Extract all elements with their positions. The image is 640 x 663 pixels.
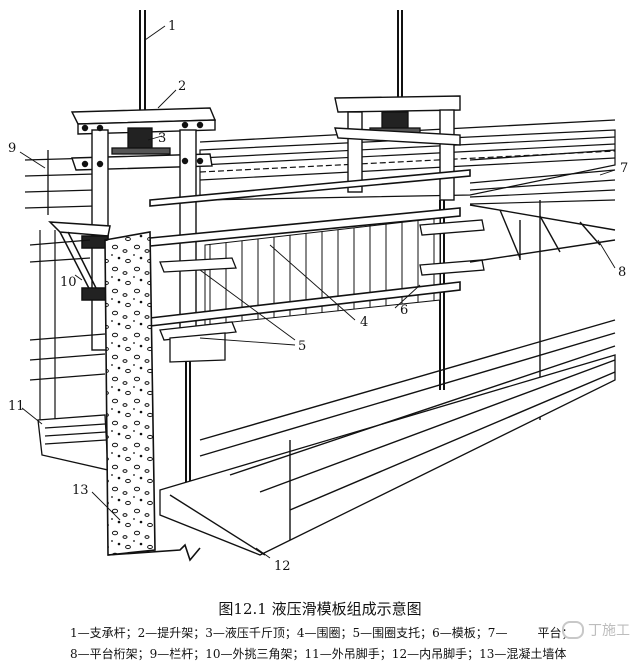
figure-caption: 图12.1 液压滑模板组成示意图: [218, 600, 422, 618]
chat-bubble-icon: [562, 621, 584, 639]
outer-triangle-frame: [48, 221, 111, 301]
callout-7: 7: [620, 161, 628, 176]
legend-line-2: 8—平台桁架；9—栏杆；10—外挑三角架；11—外吊脚手；12—内吊脚手；13—…: [70, 647, 567, 661]
callout-1: 1: [168, 19, 176, 34]
outer-hanging-scaffold: [37, 414, 109, 471]
callout-9: 9: [8, 141, 16, 156]
callout-6: 6: [400, 303, 408, 318]
ring-supports: [159, 219, 485, 363]
callout-12: 12: [274, 559, 291, 574]
callout-13: 13: [72, 483, 89, 498]
callout-11: 11: [8, 399, 25, 414]
watermark: 丁施工: [562, 620, 630, 640]
legend-line-1-text: 1—支承杆；2—提升架；3—液压千斤顶；4—围圈；5—围圈支托；6—模板；7—: [70, 626, 508, 640]
callout-2: 2: [178, 79, 186, 94]
legend-line-1: 1—支承杆；2—提升架；3—液压千斤顶；4—围圈；5—围圈支托；6—模板；7—平…: [70, 624, 630, 641]
outer-scaffold-rails: [29, 230, 106, 420]
callout-8: 8: [618, 265, 626, 280]
callout-5: 5: [298, 339, 306, 354]
inner-hanging-scaffold: [159, 354, 616, 556]
lifting-frame-right: [334, 95, 461, 201]
hydraulic-jack: [111, 111, 421, 155]
concrete-wall: [104, 231, 201, 562]
callout-4: 4: [360, 315, 368, 330]
callout-3: 3: [158, 131, 166, 146]
inner-scaffold-rails: [169, 319, 616, 556]
watermark-text: 丁施工: [588, 623, 630, 639]
callout-10: 10: [60, 275, 77, 290]
leader-lines: [19, 25, 616, 559]
